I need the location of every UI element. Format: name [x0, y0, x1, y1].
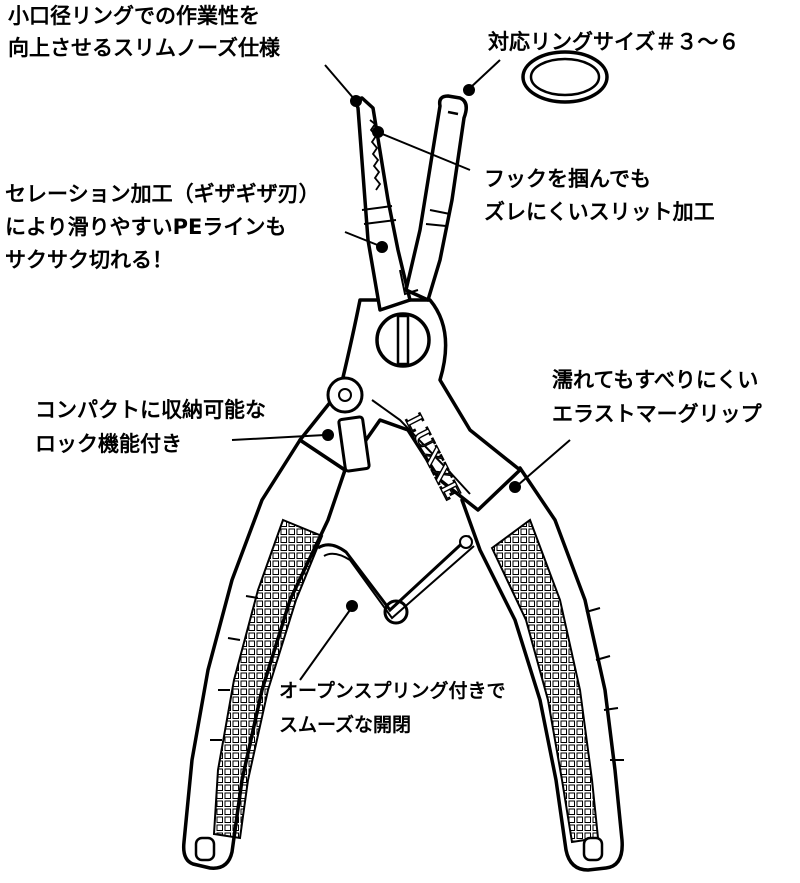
callout-ring-size: 対応リングサイズ＃３～６	[488, 26, 739, 58]
lock-mechanism	[326, 376, 371, 473]
callout-hook-slit: フックを掴んでも ズレにくいスリット加工	[484, 163, 715, 229]
callout-line: フックを掴んでも	[484, 167, 651, 191]
callout-line: サクサク切れる！	[5, 248, 173, 272]
pivot-screw	[375, 312, 431, 368]
callout-spring: オープンスプリング付きで スムーズな開閉	[279, 674, 505, 742]
pliers-body	[298, 298, 522, 512]
left-grip	[181, 438, 347, 870]
callout-grip: 濡れてもすべりにくい エラストマーグリップ	[552, 363, 762, 431]
callout-serration: セレーション加工（ギザギザ刃） により滑りやすいPEラインも サクサク切れる！	[5, 178, 320, 277]
callout-line: ロック機能付き	[35, 432, 182, 456]
nose-jaws	[354, 94, 468, 312]
callout-line: コンパクトに収納可能な	[35, 398, 266, 422]
callout-line: セレーション加工（ギザギザ刃）	[5, 182, 320, 206]
callout-leaders	[231, 59, 571, 681]
callout-line: 小口径リングでの作業性を	[8, 4, 260, 28]
callout-line: オープンスプリング付きで	[279, 680, 506, 702]
callout-line: 向上させるスリムノーズ仕様	[8, 36, 280, 60]
callout-line: スムーズな開閉	[279, 714, 412, 736]
callout-line: 濡れてもすべりにくい	[552, 368, 759, 392]
open-spring	[317, 534, 475, 625]
callout-line: エラストマーグリップ	[552, 402, 762, 426]
callout-slim-nose: 小口径リングでの作業性を 向上させるスリムノーズ仕様	[8, 0, 280, 64]
callout-line: により滑りやすいPEラインも	[5, 215, 287, 239]
callout-line: 対応リングサイズ＃３～６	[488, 30, 740, 54]
split-ring-icon	[521, 50, 609, 104]
right-grip	[460, 466, 624, 872]
callout-line: ズレにくいスリット加工	[484, 200, 715, 224]
callout-lock: コンパクトに収納可能な ロック機能付き	[35, 393, 266, 461]
